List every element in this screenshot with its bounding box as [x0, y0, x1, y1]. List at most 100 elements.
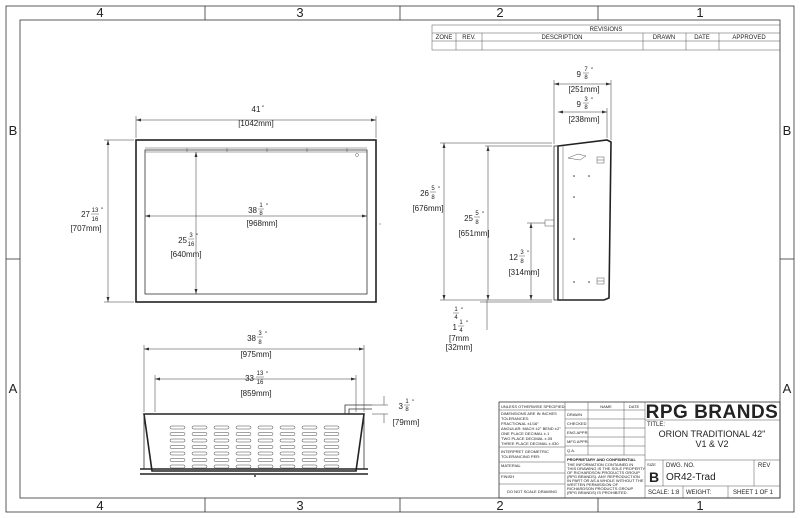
zone-row-right-a: A	[783, 381, 792, 396]
zone-ticks	[6, 6, 794, 512]
vent-slot	[169, 432, 186, 436]
vent-slot	[279, 458, 296, 462]
vent-slot	[213, 432, 230, 436]
tb-title-line1: ORION TRADITIONAL 42"	[659, 429, 766, 439]
offset-large-num: 1	[459, 320, 463, 326]
tb-material: MATERIAL	[501, 463, 521, 468]
tb-tol-line-5: ONE PLACE DECIMAL ±.1	[501, 431, 550, 436]
glass-width-den: 8	[259, 211, 263, 217]
side-height-total-den: 8	[431, 195, 435, 201]
tb-tol-line-6: TWO PLACE DECIMAL ±.05	[501, 436, 553, 441]
top-width-outer-whole: 38	[247, 334, 256, 343]
tb-finish: FINISH	[501, 474, 514, 479]
tb-tolerance-title: UNLESS OTHERWISE SPECIFIED:	[501, 404, 566, 409]
tb-role-drawn: DRAWN	[567, 412, 582, 417]
side-depth-body-whole: 9	[577, 100, 582, 109]
vent-slot	[235, 451, 252, 456]
vent-slot	[169, 451, 186, 456]
vent-slot	[235, 458, 252, 462]
front-outer-frame	[135, 139, 377, 303]
brand-logo: RPG BRANDS	[646, 402, 779, 423]
tb-title-label: TITLE:	[647, 422, 665, 428]
side-logo-icon	[567, 153, 587, 161]
vent-slot	[191, 438, 208, 443]
vent-slot	[191, 458, 208, 462]
tb-sheet: SHEET 1 OF 1	[733, 490, 774, 496]
zone-row-right-b: B	[783, 123, 792, 138]
side-height-body-unit: "	[482, 212, 484, 218]
offset-small-unit: "	[461, 308, 463, 314]
side-height-body-whole: 25	[464, 214, 473, 223]
top-body-outline	[143, 413, 365, 472]
vent-slot	[169, 464, 186, 469]
side-height-body-mm: [651mm]	[458, 229, 489, 238]
vent-slot	[213, 438, 230, 443]
tb-role-mfg: MFG APPR.	[567, 439, 589, 444]
side-height-total-unit: "	[438, 187, 440, 193]
pipe-depth-whole: 3	[399, 402, 404, 411]
top-width-outer-mm: [975mm]	[240, 350, 271, 359]
vent-slot	[213, 425, 230, 430]
glass-height-whole: 25	[178, 236, 187, 245]
vent-slot	[213, 451, 230, 456]
vent-slot	[191, 425, 208, 430]
glass-width-whole: 38	[248, 206, 257, 215]
top-width-inner-num: 13	[257, 371, 264, 377]
tb-tol-line-7: THREE PLACE DECIMAL ±.030	[501, 441, 559, 446]
side-height-mid-den: 8	[520, 259, 524, 265]
rev-header-zone: ZONE	[436, 35, 453, 41]
rev-header-approved: APPROVED	[732, 35, 766, 41]
rev-header-description: DESCRIPTION	[541, 35, 582, 41]
vent-slot	[279, 445, 296, 449]
tb-tol-line-4: ANGULAR: MACH ±2° BEND ±2°	[501, 426, 561, 431]
front-screw-icon	[355, 153, 359, 157]
rev-header-date: DATE	[694, 35, 710, 41]
vent-slot	[257, 438, 274, 443]
revisions-table: REVISIONS ZONE REV. DESCRIPTION DRAWN DA…	[431, 24, 781, 51]
side-bracket	[544, 219, 555, 227]
tb-prop-1: THE INFORMATION CONTAINED IN	[567, 462, 633, 467]
zone-row-left-b: B	[9, 123, 18, 138]
vent-slot	[235, 438, 252, 443]
offset-large-unit: "	[466, 321, 468, 327]
tb-size-value: B	[649, 469, 659, 485]
vent-slot	[279, 432, 296, 436]
offset-mm-b: [32mm]	[446, 343, 473, 352]
top-view: 38 3 8 " [975mm] 33 13 16 " [859mm] 3 1 …	[140, 331, 419, 477]
top-width-outer-den: 8	[258, 340, 262, 346]
tb-rev-label: REV	[758, 463, 770, 469]
vent-slot	[301, 425, 318, 430]
vent-slot	[213, 458, 230, 462]
vent-slot	[191, 432, 208, 436]
vent-slot	[323, 438, 340, 443]
side-depth-body-den: 8	[584, 105, 588, 111]
side-height-mid-mm: [314mm]	[508, 268, 539, 277]
zone-row-left-a: A	[9, 381, 18, 396]
zone-col-top-1: 4	[96, 5, 103, 20]
vent-slot	[257, 458, 274, 462]
vent-slot	[323, 445, 340, 449]
tb-interpret-2: TOLERANCING PER:	[501, 454, 540, 459]
top-vent-slots	[169, 425, 340, 469]
side-depth-total-num: 7	[584, 67, 588, 73]
tb-col-date: DATE	[629, 404, 640, 409]
glass-height-den: 16	[188, 242, 195, 248]
vent-slot	[301, 451, 318, 456]
tb-prop-8: (RPG BRANDS) IS PROHIBITED.	[567, 490, 628, 495]
front-height-unit: "	[101, 208, 103, 214]
vent-slot	[213, 445, 230, 449]
vent-slot	[191, 451, 208, 456]
pipe-depth-mm: [79mm]	[393, 418, 420, 427]
front-width-unit: "	[262, 106, 264, 112]
vent-slot	[213, 464, 230, 469]
vent-slot	[257, 432, 274, 436]
tb-prop-7: RICHARDSON PRODUCTS GROUP	[567, 486, 634, 491]
front-height-whole: 27	[81, 210, 90, 219]
title-block: UNLESS OTHERWISE SPECIFIED: DIMENSIONS A…	[498, 401, 781, 499]
glass-height-num: 3	[189, 233, 193, 239]
offset-large-den: 4	[459, 328, 463, 334]
tb-proprietary-title: PROPRIETARY AND CONFIDENTIAL	[567, 457, 636, 462]
side-height-body-den: 8	[475, 220, 479, 226]
tb-dwg-value: OR42-Trad	[666, 472, 716, 483]
zone-col-bottom-2: 3	[296, 498, 303, 513]
